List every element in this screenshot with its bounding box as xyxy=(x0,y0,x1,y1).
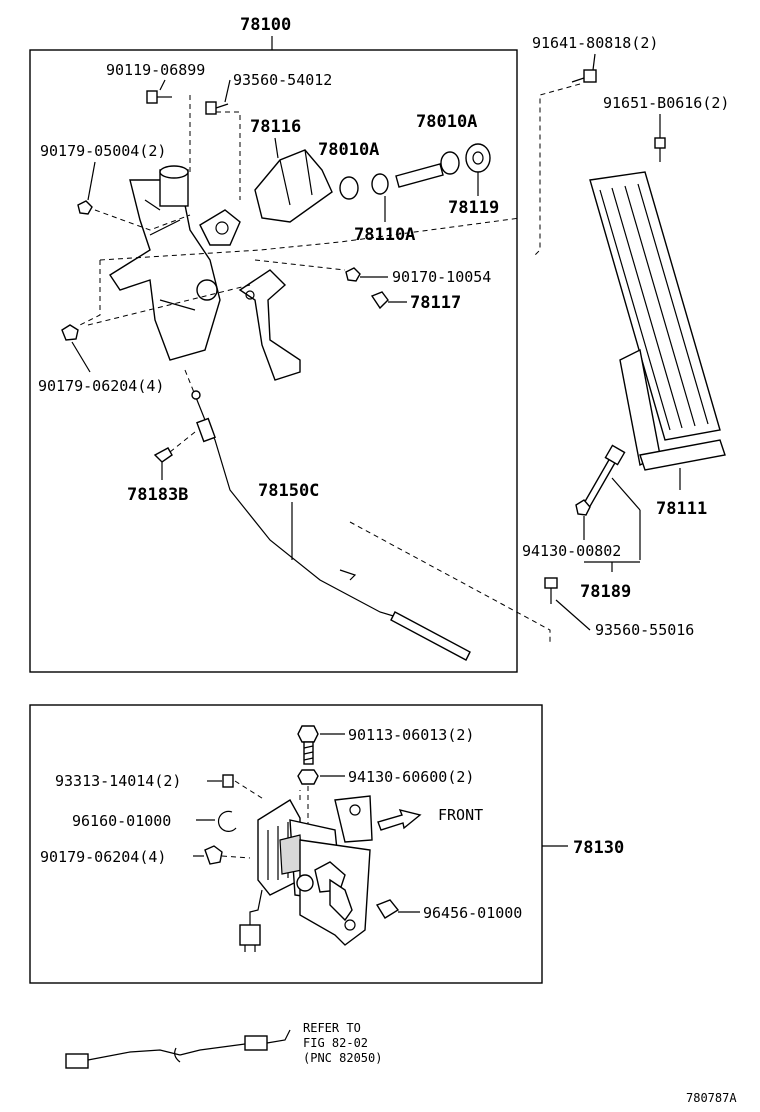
label-90179-06204-bottom: 90179-06204(4) xyxy=(40,848,166,866)
pedal-switch-assembly xyxy=(239,795,373,952)
label-78130: 78130 xyxy=(573,838,624,858)
label-93560-54012: 93560-54012 xyxy=(233,71,332,89)
label-93313-14014: 93313-14014(2) xyxy=(55,772,181,790)
assembly-78100-label: 78100 xyxy=(240,15,291,35)
front-arrow-icon xyxy=(377,808,422,831)
nut-90179-05004 xyxy=(77,200,93,215)
label-90119-06899: 90119-06899 xyxy=(106,61,205,79)
label-91641-80818: 91641-80818(2) xyxy=(532,34,658,52)
circlip-96160 xyxy=(217,810,237,832)
nut-90179-06204-top xyxy=(61,324,79,341)
refer-fig-label: FIG 82-02 xyxy=(303,1036,368,1050)
bushing-78010a-right xyxy=(440,151,460,175)
wire-harness xyxy=(65,1029,291,1069)
label-78189: 78189 xyxy=(580,582,631,602)
label-93560-55016: 93560-55016 xyxy=(595,621,694,639)
shaft xyxy=(395,163,444,188)
label-96456-01000: 96456-01000 xyxy=(423,904,522,922)
label-78010a-left: 78010A xyxy=(318,140,379,160)
front-label: FRONT xyxy=(438,806,483,824)
label-78117: 78117 xyxy=(410,293,461,313)
label-78150c: 78150C xyxy=(258,481,319,501)
clip-78183b xyxy=(153,447,173,463)
stopper-bolt xyxy=(582,457,617,509)
label-94130-60600: 94130-60600(2) xyxy=(348,768,474,786)
nut-94130-60600 xyxy=(297,769,319,785)
bracket-78116 xyxy=(254,149,333,223)
label-94130-00802: 94130-00802 xyxy=(522,542,621,560)
refer-pnc-label: (PNC 82050) xyxy=(303,1051,382,1065)
pedal-bracket-assembly xyxy=(109,165,301,381)
label-91651-b0616: 91651-B0616(2) xyxy=(603,94,729,112)
label-78119: 78119 xyxy=(448,198,499,218)
bolt-90119 xyxy=(146,90,172,104)
assembly-78130-frame xyxy=(29,704,543,984)
cable-sleeve xyxy=(390,611,471,661)
assembly-78100-frame xyxy=(29,49,518,673)
washer-78119 xyxy=(465,143,491,173)
label-78183b: 78183B xyxy=(127,485,188,505)
nut-94130-00802 xyxy=(575,499,591,516)
label-90179-05004: 90179-05004(2) xyxy=(40,142,166,160)
nut-90170-10054 xyxy=(345,267,361,282)
label-78111: 78111 xyxy=(656,499,707,519)
bolt-93560-55016 xyxy=(544,577,558,604)
bushing-78110a xyxy=(371,173,389,195)
label-78010a-right: 78010A xyxy=(416,112,477,132)
figure-code: 780787A xyxy=(686,1091,737,1105)
label-78110a: 78110A xyxy=(354,225,415,245)
cable-78150c xyxy=(194,394,401,619)
bolt-91641 xyxy=(571,69,597,83)
bolt-91651 xyxy=(654,137,666,162)
label-90113-06013: 90113-06013(2) xyxy=(348,726,474,744)
nut-90179-06204-bottom xyxy=(204,845,223,865)
bushing-78010a-left xyxy=(339,176,359,200)
bolt-93560-54012 xyxy=(205,101,229,115)
label-90170-10054: 90170-10054 xyxy=(392,268,491,286)
label-96160-01000: 96160-01000 xyxy=(72,812,171,830)
label-78116: 78116 xyxy=(250,117,301,137)
clip-78117 xyxy=(370,291,389,310)
bolt-90113-06013 xyxy=(297,725,319,765)
plug-96456 xyxy=(375,899,400,919)
screw-93313 xyxy=(222,774,234,788)
refer-to-label: REFER TO xyxy=(303,1021,361,1035)
label-90179-06204-top: 90179-06204(4) xyxy=(38,377,164,395)
